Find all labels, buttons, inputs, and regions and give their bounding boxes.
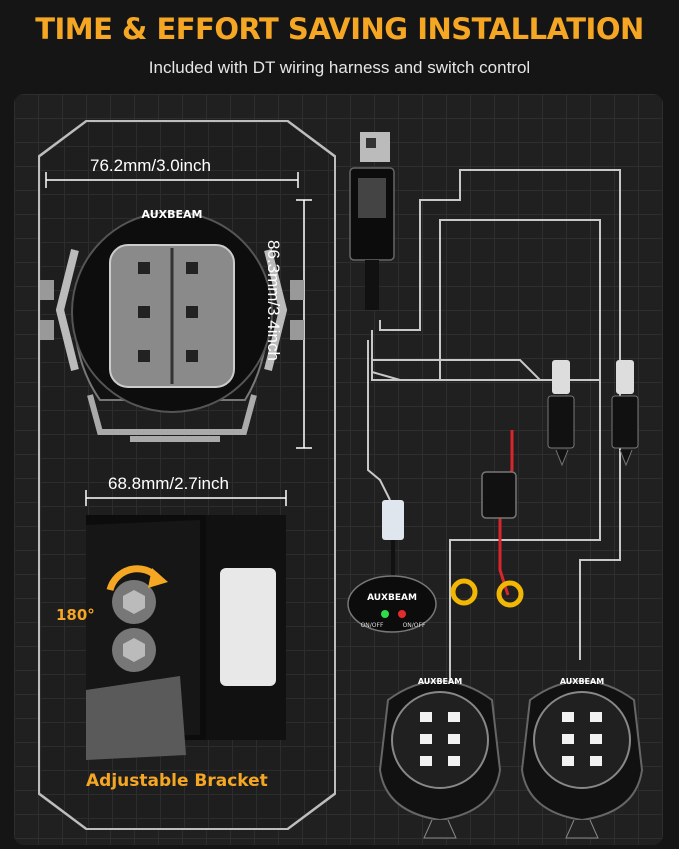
switch-control: AUXBEAM ON/OFF ON/OFF [347, 575, 437, 633]
wiring-harness [367, 169, 621, 690]
page-subtitle: Included with DT wiring harness and swit… [148, 58, 531, 77]
depth-dimension-label: 68.8mm/2.7inch [108, 474, 229, 493]
dt-connector-right [611, 360, 639, 467]
depth-dimension-line [85, 490, 287, 506]
rotate-arrow-icon [148, 568, 168, 588]
ring-terminal-ground [450, 578, 478, 606]
bracket-caption: Adjustable Bracket [86, 771, 268, 791]
page-title: TIME & EFFORT SAVING INSTALLATION [35, 12, 644, 46]
ring-terminal-power [496, 580, 524, 608]
switch-brand: AUXBEAM [367, 593, 417, 603]
right-light-brand: AUXBEAM [560, 677, 604, 686]
left-light-brand: AUXBEAM [418, 677, 462, 686]
width-dimension-label: 76.2mm/3.0inch [90, 156, 211, 175]
width-dimension-line [45, 172, 299, 188]
switch-left-label: ON/OFF [361, 622, 384, 629]
dt-connector-left [547, 360, 575, 467]
relay-module [349, 132, 395, 310]
front-light-brand: AUXBEAM [142, 208, 203, 221]
front-view-light: AUXBEAM [40, 208, 304, 442]
light-left: AUXBEAM [378, 677, 502, 839]
height-dimension-label: 86.3mm/3.4inch [264, 240, 283, 361]
rotation-label: 180° [56, 606, 95, 624]
light-right: AUXBEAM [520, 677, 644, 839]
switch-plug [382, 500, 404, 580]
fuse-holder [481, 471, 517, 519]
bracket-closeup [86, 515, 286, 760]
switch-right-label: ON/OFF [403, 622, 426, 629]
